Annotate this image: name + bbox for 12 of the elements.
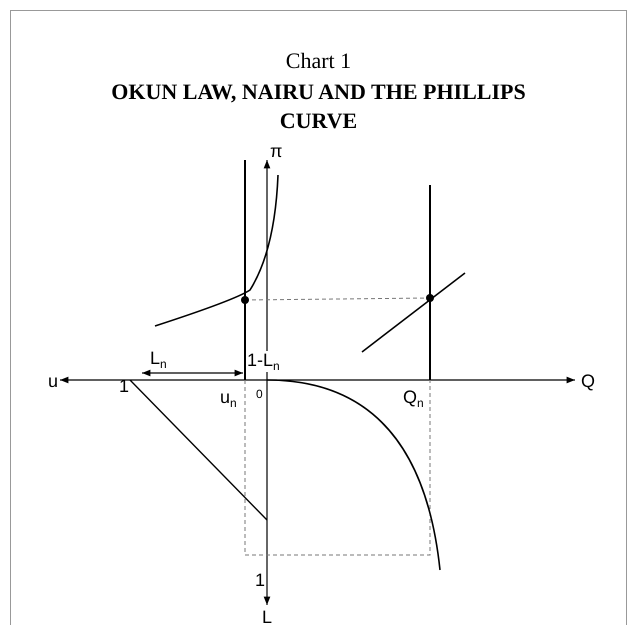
point-label: u$_{n}$	[220, 388, 237, 409]
axis-label: u	[48, 372, 58, 390]
point-label: 1-L$_{n}$	[247, 351, 280, 372]
tick-label: 0	[256, 388, 263, 400]
axis-label: Q	[581, 372, 596, 390]
axis-label: π	[270, 142, 282, 160]
axis-label: L	[262, 608, 272, 625]
dimension-label: L$_{n}$	[150, 349, 167, 370]
chart-number: Chart 1	[286, 48, 352, 74]
tick-label: 1	[255, 571, 266, 589]
point-label: Q$_{n}$	[403, 388, 424, 409]
chart-title: OKUN LAW, NAIRU AND THE PHILLIPS CURVE	[110, 78, 527, 135]
